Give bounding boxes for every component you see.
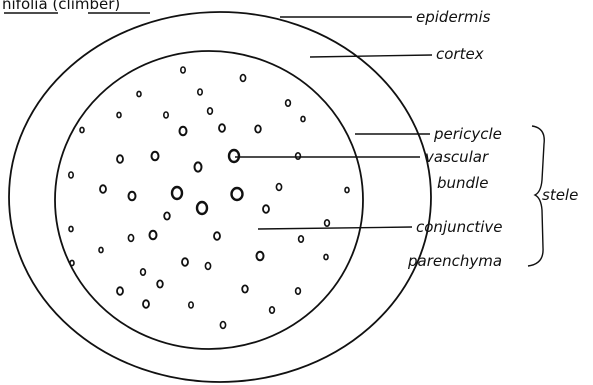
vascular-bundle	[270, 307, 275, 313]
label-cortex: cortex	[436, 45, 484, 63]
vascular-bundle	[286, 100, 291, 106]
vascular-bundle	[325, 220, 330, 226]
vascular-bundles	[69, 67, 349, 328]
vascular-bundle	[70, 260, 74, 265]
vascular-bundle	[129, 192, 136, 201]
vascular-bundle	[205, 263, 210, 270]
vascular-bundle	[257, 252, 264, 261]
vascular-bundle	[220, 322, 225, 329]
vascular-bundle	[172, 187, 182, 199]
vascular-bundle	[157, 280, 163, 287]
vascular-bundle	[197, 202, 207, 214]
vascular-bundle	[240, 75, 245, 82]
vascular-bundle	[143, 300, 149, 308]
label-stele: stele	[542, 186, 578, 204]
label-epidermis: epidermis	[416, 8, 491, 26]
vascular-bundle	[69, 226, 73, 231]
vascular-bundle	[208, 108, 213, 114]
vascular-bundle	[242, 285, 248, 292]
label-pericycle: pericycle	[433, 125, 502, 143]
vascular-bundle	[100, 185, 106, 193]
label-vascular: vascular	[425, 148, 489, 166]
diagram-title: nifolia (climber)	[2, 0, 120, 13]
vascular-bundle	[152, 152, 159, 161]
vascular-bundle	[137, 91, 141, 96]
vascular-bundle	[117, 287, 123, 295]
vascular-bundle	[99, 247, 103, 252]
vascular-bundle	[164, 112, 168, 118]
vascular-bundle	[276, 184, 281, 191]
vascular-bundle	[296, 288, 301, 294]
vascular-bundle	[324, 254, 328, 259]
vascular-bundle	[141, 269, 146, 275]
vascular-bundle	[69, 172, 73, 178]
vascular-bundle	[299, 236, 304, 242]
vascular-bundle	[189, 302, 193, 308]
vascular-bundle	[180, 127, 187, 136]
vascular-bundle	[164, 212, 170, 219]
vascular-bundle	[181, 67, 185, 73]
conjunctive-parenchyma-leader-line	[258, 227, 412, 229]
label-bundle: bundle	[437, 174, 488, 192]
vascular-bundle	[214, 232, 220, 240]
vascular-bundle	[232, 188, 243, 200]
vascular-bundle	[117, 155, 123, 163]
vascular-bundle	[229, 150, 239, 162]
vascular-bundle	[219, 124, 225, 132]
label-conjunctive: conjunctive	[416, 218, 503, 236]
pericycle-outline	[55, 51, 363, 349]
vascular-bundle	[345, 187, 349, 192]
vascular-bundle	[117, 112, 121, 117]
vascular-bundle	[255, 125, 261, 132]
vascular-bundle	[80, 127, 84, 132]
label-parenchyma: parenchyma	[407, 252, 502, 270]
vascular-bundle	[301, 116, 305, 121]
vascular-bundle	[198, 89, 202, 95]
vascular-bundle	[150, 231, 157, 240]
vascular-bundle	[128, 235, 133, 242]
vascular-bundle	[182, 258, 188, 266]
vascular-bundle	[195, 162, 202, 171]
vascular-bundle	[296, 153, 301, 159]
cortex-leader-line	[310, 55, 432, 57]
vascular-bundle	[263, 205, 269, 213]
